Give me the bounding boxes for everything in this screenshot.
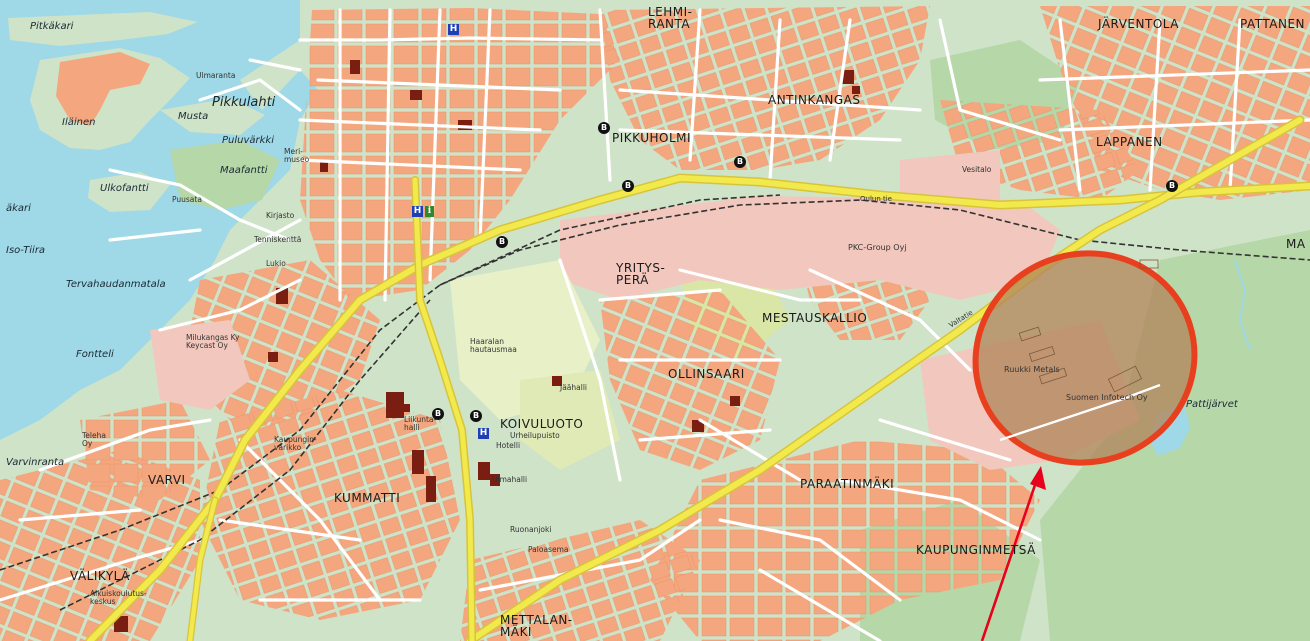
hospital-icon[interactable]: H <box>478 428 489 439</box>
island-musta <box>160 98 265 135</box>
info-icon[interactable]: i <box>425 206 434 217</box>
island-ilainen-sand <box>56 52 150 126</box>
stream <box>1234 259 1251 351</box>
highlight-road <box>999 383 1161 442</box>
residential-kummatti <box>200 390 460 620</box>
highlight-area <box>972 250 1198 466</box>
industrial-milukangas <box>150 320 250 410</box>
highway-oulun-tie <box>87 174 1310 641</box>
highlight-buildings <box>1018 259 1159 393</box>
residential-southeast <box>650 440 1040 641</box>
pointer-arrow-head <box>1030 466 1046 490</box>
hospital-icon[interactable]: H <box>448 24 459 35</box>
highway-south-connector <box>412 177 475 641</box>
residential-ollinsaari <box>600 290 780 470</box>
highway-valtatie <box>467 117 1303 641</box>
bus-stop-icon[interactable]: B <box>734 156 746 168</box>
sports-park <box>520 370 620 470</box>
highway-west-connector <box>187 497 218 641</box>
pointer-arrow-line <box>980 481 1038 641</box>
bus-stop-icon[interactable]: B <box>622 180 634 192</box>
hospital-icon[interactable]: H <box>412 206 423 217</box>
bus-stop-icon[interactable]: B <box>496 236 508 248</box>
bus-stop-icon[interactable]: B <box>470 410 482 422</box>
island-maafantti <box>170 140 280 210</box>
railway <box>0 194 1310 611</box>
island-pitkakari <box>8 12 198 46</box>
bus-stop-icon[interactable]: B <box>598 122 610 134</box>
bus-stop-icon[interactable]: B <box>1166 180 1178 192</box>
local-roads <box>0 8 1310 641</box>
industrial-yritysperä <box>560 196 1060 300</box>
island-ulkofantti <box>88 172 170 212</box>
highways <box>85 115 1310 641</box>
landmark-buildings <box>114 60 860 632</box>
bus-stop-icon[interactable]: B <box>432 408 444 420</box>
